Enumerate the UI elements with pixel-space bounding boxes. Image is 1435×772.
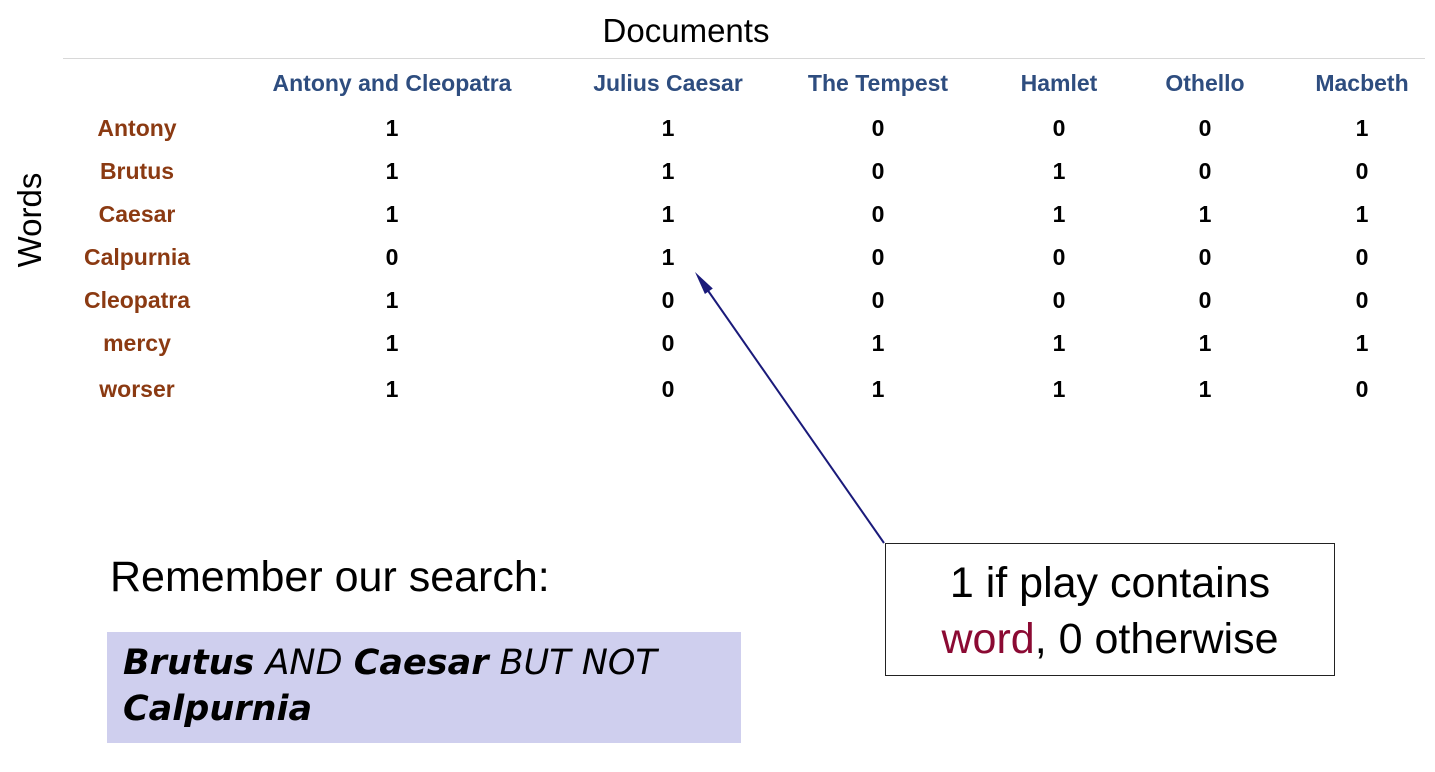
matrix-cell: 0	[1355, 158, 1369, 184]
matrix-cell: 1	[1355, 201, 1369, 227]
matrix-cell: 0	[871, 244, 885, 270]
matrix-cell: 0	[1355, 376, 1369, 402]
matrix-cell: 1	[385, 115, 399, 141]
documents-title: Documents	[602, 12, 770, 49]
matrix-cell: 0	[1052, 287, 1066, 313]
matrix-cell: 1	[385, 330, 399, 356]
matrix-cell: 0	[661, 287, 675, 313]
boolean-query-box: Brutus AND Caesar BUT NOT Calpurnia	[107, 632, 741, 743]
column-header-julius-caesar: Julius Caesar	[593, 70, 743, 96]
row-label-worser: worser	[99, 376, 175, 402]
matrix-cell: 1	[661, 244, 675, 270]
arrow-head	[695, 272, 713, 294]
words-axis-label: Words	[11, 172, 48, 268]
annotation-callout: 1 if play contains word, 0 otherwise	[885, 543, 1335, 676]
matrix-cell: 0	[1355, 244, 1369, 270]
matrix-cell: 1	[661, 158, 675, 184]
matrix-cell: 1	[385, 158, 399, 184]
matrix-cell: 1	[871, 376, 885, 402]
matrix-cell: 0	[661, 330, 675, 356]
header-divider	[63, 58, 1425, 59]
row-label-brutus: Brutus	[99, 158, 175, 184]
column-header-the-tempest: The Tempest	[807, 70, 949, 96]
matrix-cell: 0	[661, 376, 675, 402]
matrix-cell: 0	[1355, 287, 1369, 313]
row-label-calpurnia: Calpurnia	[83, 244, 191, 270]
matrix-cell: 1	[1052, 158, 1066, 184]
matrix-cell: 0	[385, 244, 399, 270]
matrix-cell: 0	[871, 287, 885, 313]
matrix-cell: 0	[1198, 115, 1212, 141]
matrix-cell: 0	[1198, 244, 1212, 270]
matrix-cell: 0	[1052, 115, 1066, 141]
column-header-macbeth: Macbeth	[1315, 70, 1409, 96]
matrix-cell: 1	[385, 201, 399, 227]
matrix-cell: 0	[871, 201, 885, 227]
callout-line-2: word, 0 otherwise	[886, 611, 1334, 667]
callout-suffix: , 0 otherwise	[1034, 615, 1279, 663]
query-operator-but-not: BUT NOT	[499, 643, 657, 683]
arrow-line	[701, 281, 885, 544]
matrix-cell: 1	[1052, 376, 1066, 402]
matrix-cell: 0	[871, 115, 885, 141]
column-header-antony-and-cleopatra: Antony and Cleopatra	[272, 70, 512, 96]
callout-highlight-word: word	[941, 615, 1035, 663]
column-header-othello: Othello	[1165, 70, 1245, 96]
matrix-cell: 1	[1052, 330, 1066, 356]
matrix-cell: 0	[1198, 158, 1212, 184]
matrix-cell: 1	[385, 287, 399, 313]
matrix-cell: 1	[1355, 115, 1369, 141]
matrix-cell: 1	[1198, 376, 1212, 402]
matrix-cell: 1	[1198, 201, 1212, 227]
row-label-antony: Antony	[97, 115, 177, 141]
query-operator-and: AND	[265, 643, 343, 683]
column-header-hamlet: Hamlet	[1020, 70, 1098, 96]
callout-line-1: 1 if play contains	[949, 559, 1271, 607]
matrix-cell: 0	[1052, 244, 1066, 270]
row-label-cleopatra: Cleopatra	[83, 287, 191, 313]
matrix-cell: 1	[1198, 330, 1212, 356]
matrix-cell: 1	[385, 376, 399, 402]
matrix-cell: 1	[1355, 330, 1369, 356]
matrix-cell: 1	[661, 115, 675, 141]
query-term-calpurnia: Calpurnia	[123, 689, 313, 729]
matrix-cell: 1	[1052, 201, 1066, 227]
row-label-mercy: mercy	[103, 330, 171, 356]
matrix-cell: 1	[661, 201, 675, 227]
row-label-caesar: Caesar	[98, 201, 176, 227]
reminder-text: Remember our search:	[110, 553, 550, 601]
matrix-cell: 0	[871, 158, 885, 184]
query-term-caesar: Caesar	[353, 643, 489, 683]
matrix-cell: 1	[871, 330, 885, 356]
query-term-brutus: Brutus	[123, 643, 255, 683]
matrix-cell: 0	[1198, 287, 1212, 313]
